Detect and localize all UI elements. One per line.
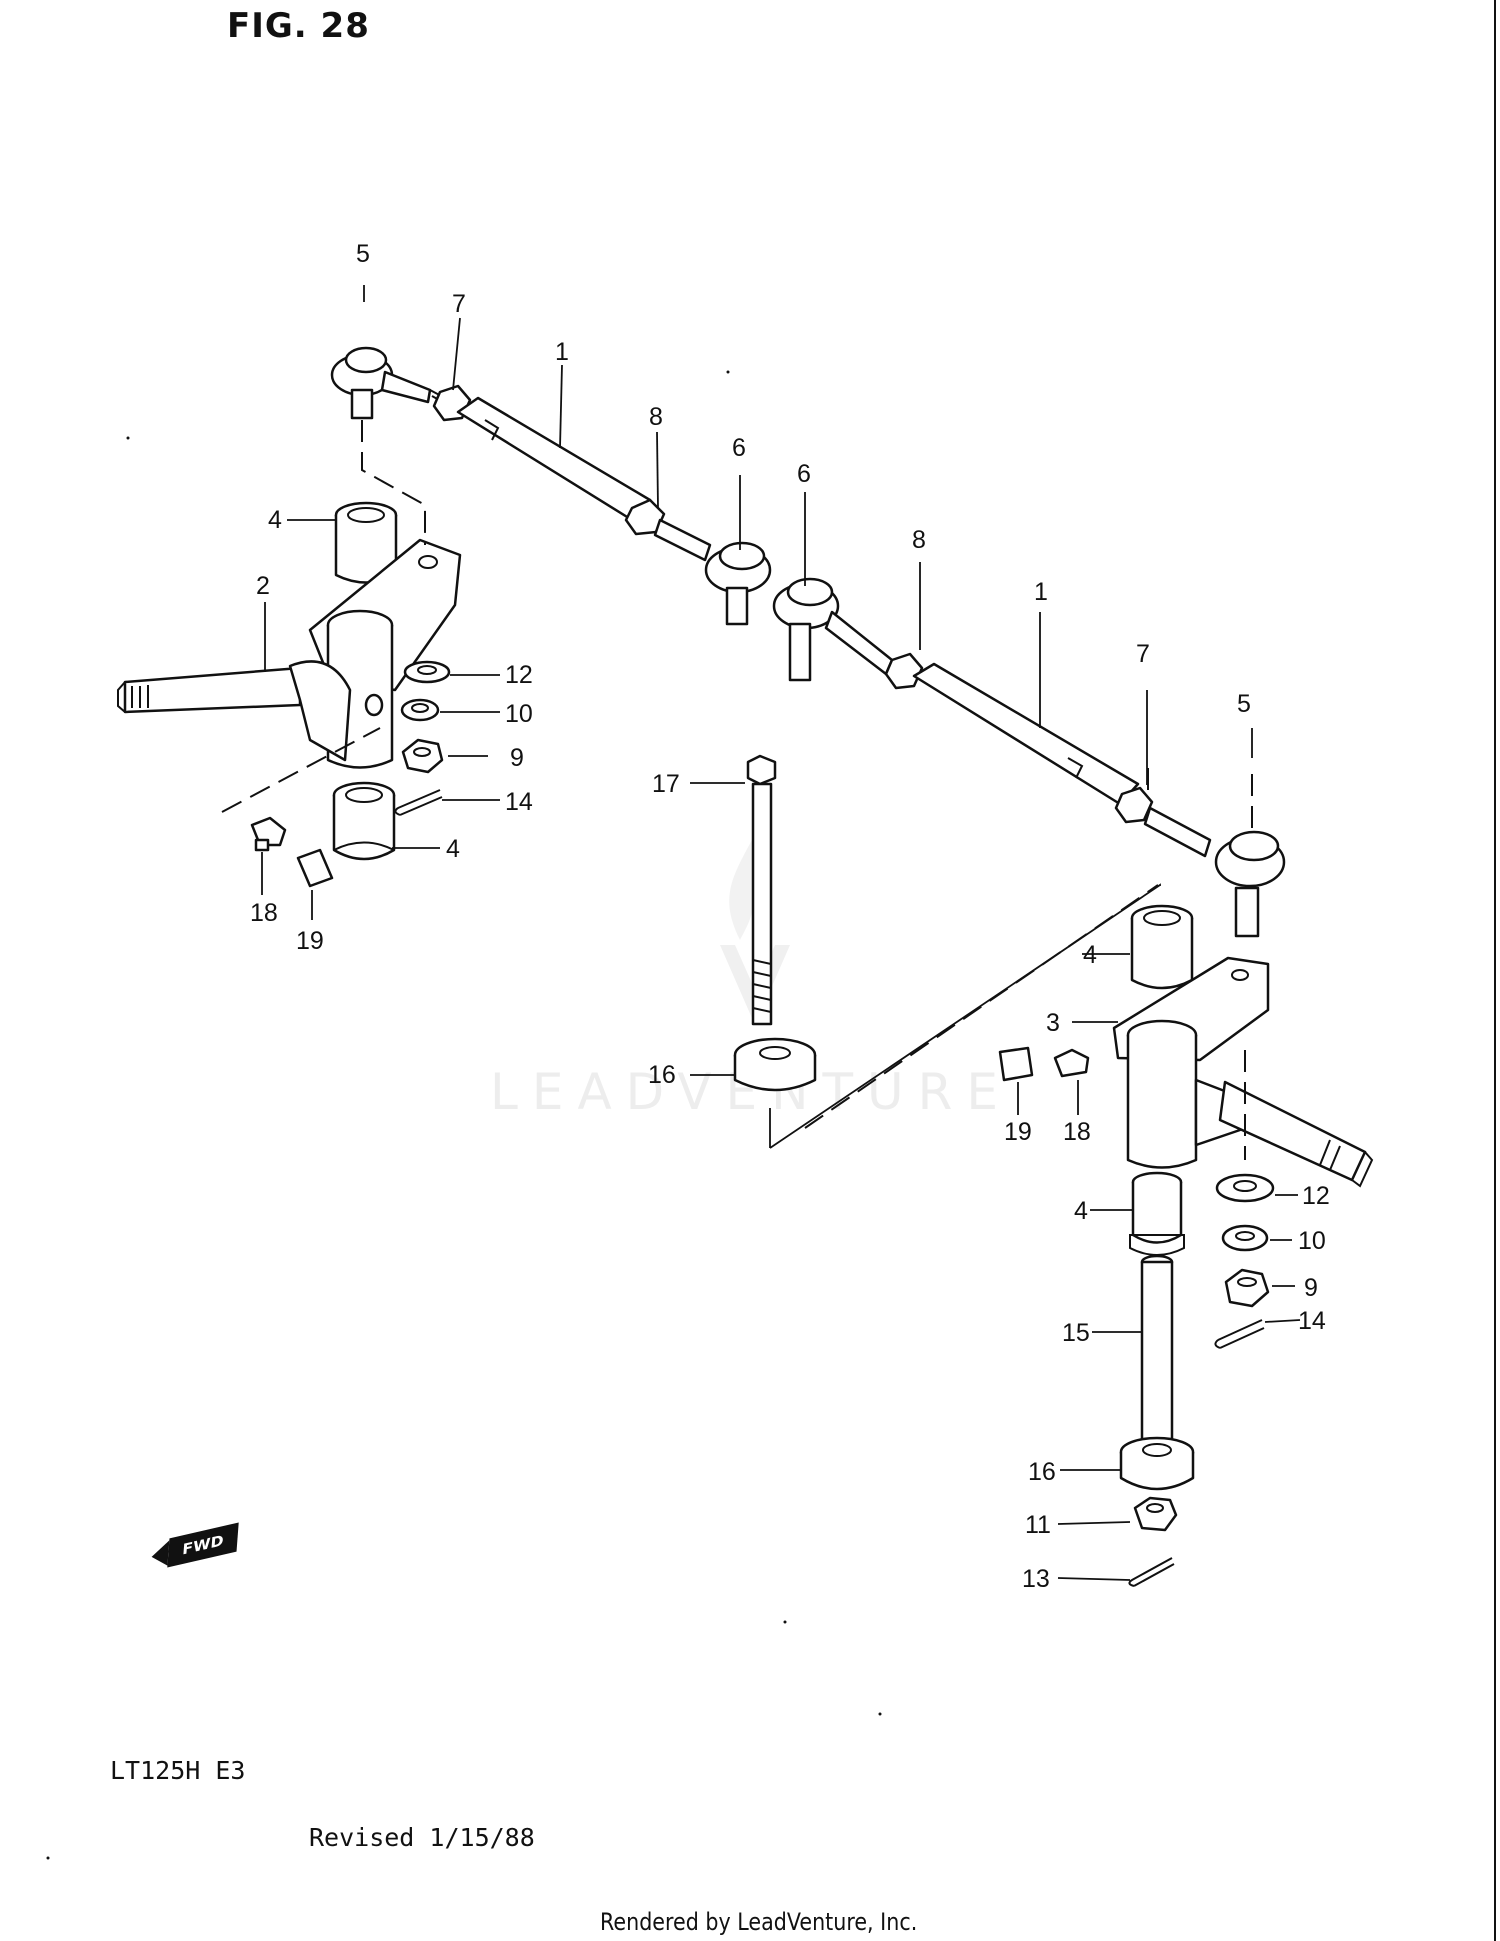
callout-14: 14 xyxy=(505,788,533,816)
knuckle-right xyxy=(998,762,1374,1587)
callout-19: 19 xyxy=(296,927,324,955)
callout-16: 16 xyxy=(648,1061,676,1089)
scan-specks xyxy=(46,370,882,1860)
callout-18: 18 xyxy=(250,899,278,927)
callout-2: 2 xyxy=(256,572,270,600)
callout-3: 3 xyxy=(1046,1009,1060,1037)
callout-6: 6 xyxy=(797,460,811,488)
callout-8: 8 xyxy=(649,403,663,431)
callout-4: 4 xyxy=(446,835,460,863)
callout-labels: 5 7 1 8 6 6 8 1 7 5 4 2 12 10 9 14 4 18 … xyxy=(250,240,1330,1593)
callout-1: 1 xyxy=(1034,578,1048,606)
rendered-by-credit: Rendered by LeadVenture, Inc. xyxy=(600,1908,918,1936)
callout-12: 12 xyxy=(505,661,533,689)
callout-13: 13 xyxy=(1022,1565,1050,1593)
callout-11: 11 xyxy=(1025,1511,1051,1539)
figure-title: FIG. 28 xyxy=(227,6,370,46)
knuckle-left xyxy=(117,420,462,888)
callout-17: 17 xyxy=(652,770,680,798)
callout-4: 4 xyxy=(1083,941,1097,969)
model-code: LT125H E3 xyxy=(110,1756,246,1785)
callout-16: 16 xyxy=(1028,1458,1056,1486)
leadventure-logo-watermark xyxy=(720,840,790,1025)
callout-5: 5 xyxy=(356,240,370,268)
callout-7: 7 xyxy=(452,290,466,318)
callout-19: 19 xyxy=(1004,1118,1032,1146)
revision-date: Revised 1/15/88 xyxy=(309,1823,535,1852)
tie-rod-right xyxy=(772,577,1286,938)
page-border-line xyxy=(1494,0,1496,1941)
callout-4: 4 xyxy=(268,506,282,534)
callout-18: 18 xyxy=(1063,1118,1091,1146)
callout-15: 15 xyxy=(1062,1319,1090,1347)
callout-9: 9 xyxy=(510,744,524,772)
tie-rod-left xyxy=(330,346,772,626)
callout-10: 10 xyxy=(505,700,533,728)
callout-8: 8 xyxy=(912,526,926,554)
callout-14: 14 xyxy=(1298,1307,1326,1335)
bolt-and-collar xyxy=(733,754,1161,1149)
callout-5: 5 xyxy=(1237,690,1251,718)
callout-9: 9 xyxy=(1304,1274,1318,1302)
callout-12: 12 xyxy=(1302,1182,1330,1210)
callout-4: 4 xyxy=(1074,1197,1088,1225)
leader-lines xyxy=(261,285,1301,1581)
callout-10: 10 xyxy=(1298,1227,1326,1255)
callout-7: 7 xyxy=(1136,640,1150,668)
fwd-label: FWD xyxy=(181,1531,225,1559)
callout-1: 1 xyxy=(555,338,569,366)
callout-6: 6 xyxy=(732,434,746,462)
